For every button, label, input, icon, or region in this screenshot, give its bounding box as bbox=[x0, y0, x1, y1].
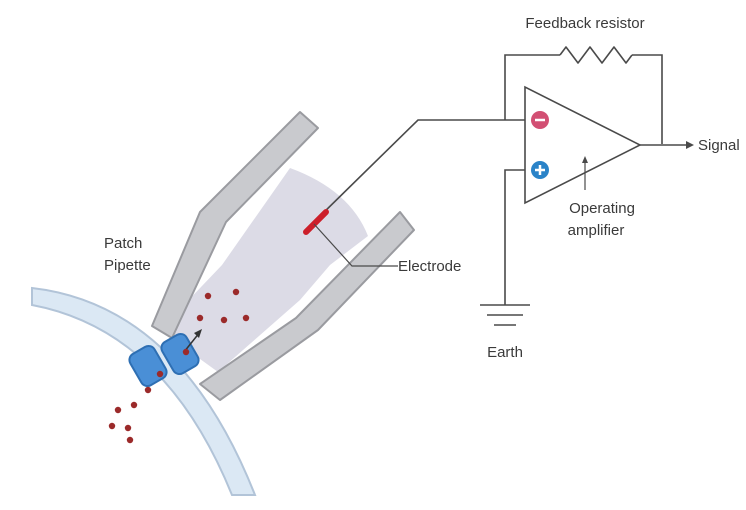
minus-circle-icon bbox=[531, 111, 549, 129]
signal-label: Signal bbox=[698, 137, 740, 154]
earth-label: Earth bbox=[487, 344, 523, 361]
ion bbox=[156, 370, 164, 378]
ground-wire bbox=[504, 169, 525, 305]
electrode-label: Electrode bbox=[398, 258, 461, 275]
pipette-label: Pipette bbox=[104, 257, 151, 274]
cell-membrane bbox=[31, 286, 257, 496]
pipette-lower-wall bbox=[199, 211, 415, 401]
ion bbox=[182, 348, 190, 356]
amplifier-pointer-head bbox=[582, 156, 588, 163]
operating-amplifier bbox=[524, 85, 642, 205]
ion bbox=[126, 436, 134, 444]
electrode bbox=[303, 209, 329, 235]
ion bbox=[124, 424, 132, 432]
ion bbox=[220, 316, 228, 324]
resistor-icon bbox=[559, 46, 633, 64]
amplifier-label: amplifier bbox=[568, 222, 625, 239]
ion bbox=[242, 314, 250, 322]
operating-label: Operating bbox=[569, 200, 635, 217]
electrode-wire bbox=[315, 119, 525, 221]
feedback-resistor-label: Feedback resistor bbox=[525, 15, 644, 32]
ion bbox=[232, 288, 240, 296]
feedback-wire-right bbox=[632, 54, 663, 144]
ion bbox=[204, 292, 212, 300]
ion bbox=[108, 422, 116, 430]
ions bbox=[108, 288, 250, 444]
signal-arrowhead bbox=[686, 141, 694, 149]
ground-symbol-icon bbox=[480, 304, 530, 326]
ion bbox=[130, 401, 138, 409]
ion-channel bbox=[128, 332, 200, 388]
ion bbox=[144, 386, 152, 394]
ion bbox=[196, 314, 204, 322]
plus-circle-icon bbox=[531, 161, 549, 179]
ion-flow-arrowhead bbox=[194, 329, 202, 338]
patch-label: Patch bbox=[104, 235, 142, 252]
electrode-leader-line bbox=[313, 223, 398, 267]
ion bbox=[114, 406, 122, 414]
feedback-wire-left bbox=[504, 54, 560, 120]
